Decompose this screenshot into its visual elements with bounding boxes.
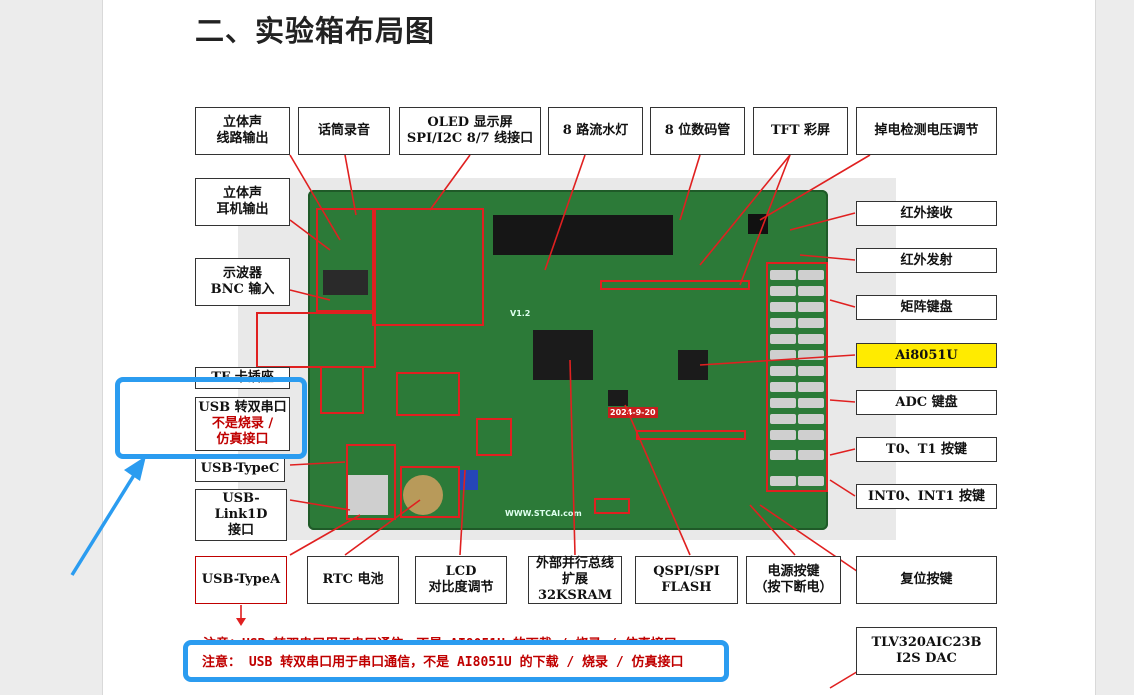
label-int0-int1-keys: INT0、INT1 按键: [856, 484, 997, 509]
label-ir-receive: 红外接收: [856, 201, 997, 226]
label-tft: TFT 彩屏: [753, 107, 848, 155]
oled-area-box: [372, 208, 484, 326]
experiment-board-pcb: 2024-9-20 V1.2 WWW.STCAI.com: [308, 190, 828, 530]
usb-area-box: [346, 444, 396, 520]
label-reset-key: 复位按键: [856, 556, 997, 604]
label-usb-dual-serial: USB 转双串口 不是烧录 / 仿真接口: [195, 397, 290, 451]
section-heading: 二、实验箱布局图: [195, 14, 436, 48]
dual-serial-switch-box: [594, 498, 630, 514]
audio-area-box: [316, 208, 376, 312]
label-power-key: 电源按键（按下断电）: [746, 556, 841, 604]
switch-area-box: [396, 372, 460, 416]
bus-strip-box: [636, 430, 746, 440]
label-8-digit-seg: 8 位数码管: [650, 107, 745, 155]
label-rtc-battery: RTC 电池: [307, 556, 399, 604]
label-8-led: 8 路流水灯: [548, 107, 643, 155]
callout-usb-dual-serial: [115, 377, 307, 459]
sram-chip: [533, 330, 593, 380]
seven-segment-display: [493, 215, 673, 255]
label-mcu-ai8051u: Ai8051U: [856, 343, 997, 368]
label-t0-t1-keys: T0、T1 按键: [856, 437, 997, 462]
tf-area-box: [320, 366, 364, 414]
label-matrix-keypad: 矩阵键盘: [856, 295, 997, 320]
note-usb-dual-serial: 注意： USB 转双串口用于串口通信，不是 AI8051U 的下载 / 烧录 /…: [202, 655, 684, 670]
flash-chip: [608, 390, 628, 406]
label-adc-keypad: ADC 键盘: [856, 390, 997, 415]
usb-typea-port: [348, 475, 388, 515]
label-power-detect: 掉电检测电压调节: [856, 107, 997, 155]
silk-website: WWW.STCAI.com: [505, 509, 582, 518]
audio-jacks: [323, 270, 368, 295]
rtc-area-box: [400, 466, 460, 518]
lcd-contrast-pot: [458, 470, 478, 490]
keypad-area-box: [766, 262, 828, 492]
silk-version: V1.2: [510, 309, 531, 318]
label-usb-typec: USB-TypeC: [195, 456, 285, 482]
bnc-area-box: [256, 312, 376, 368]
jumper-area-box: [476, 418, 512, 456]
label-external-bus: 外部并行总线扩展 32KSRAM: [528, 556, 622, 604]
callout-note: [183, 640, 729, 682]
silk-date: 2024-9-20: [608, 407, 658, 418]
label-stereo-line-out: 立体声线路输出: [195, 107, 290, 155]
label-ir-transmit: 红外发射: [856, 248, 997, 273]
label-stereo-earphone: 立体声耳机输出: [195, 178, 290, 226]
label-usb-typea: USB-TypeA: [195, 556, 287, 604]
label-mic-record: 话筒录音: [298, 107, 390, 155]
header-strip-box: [600, 280, 750, 290]
